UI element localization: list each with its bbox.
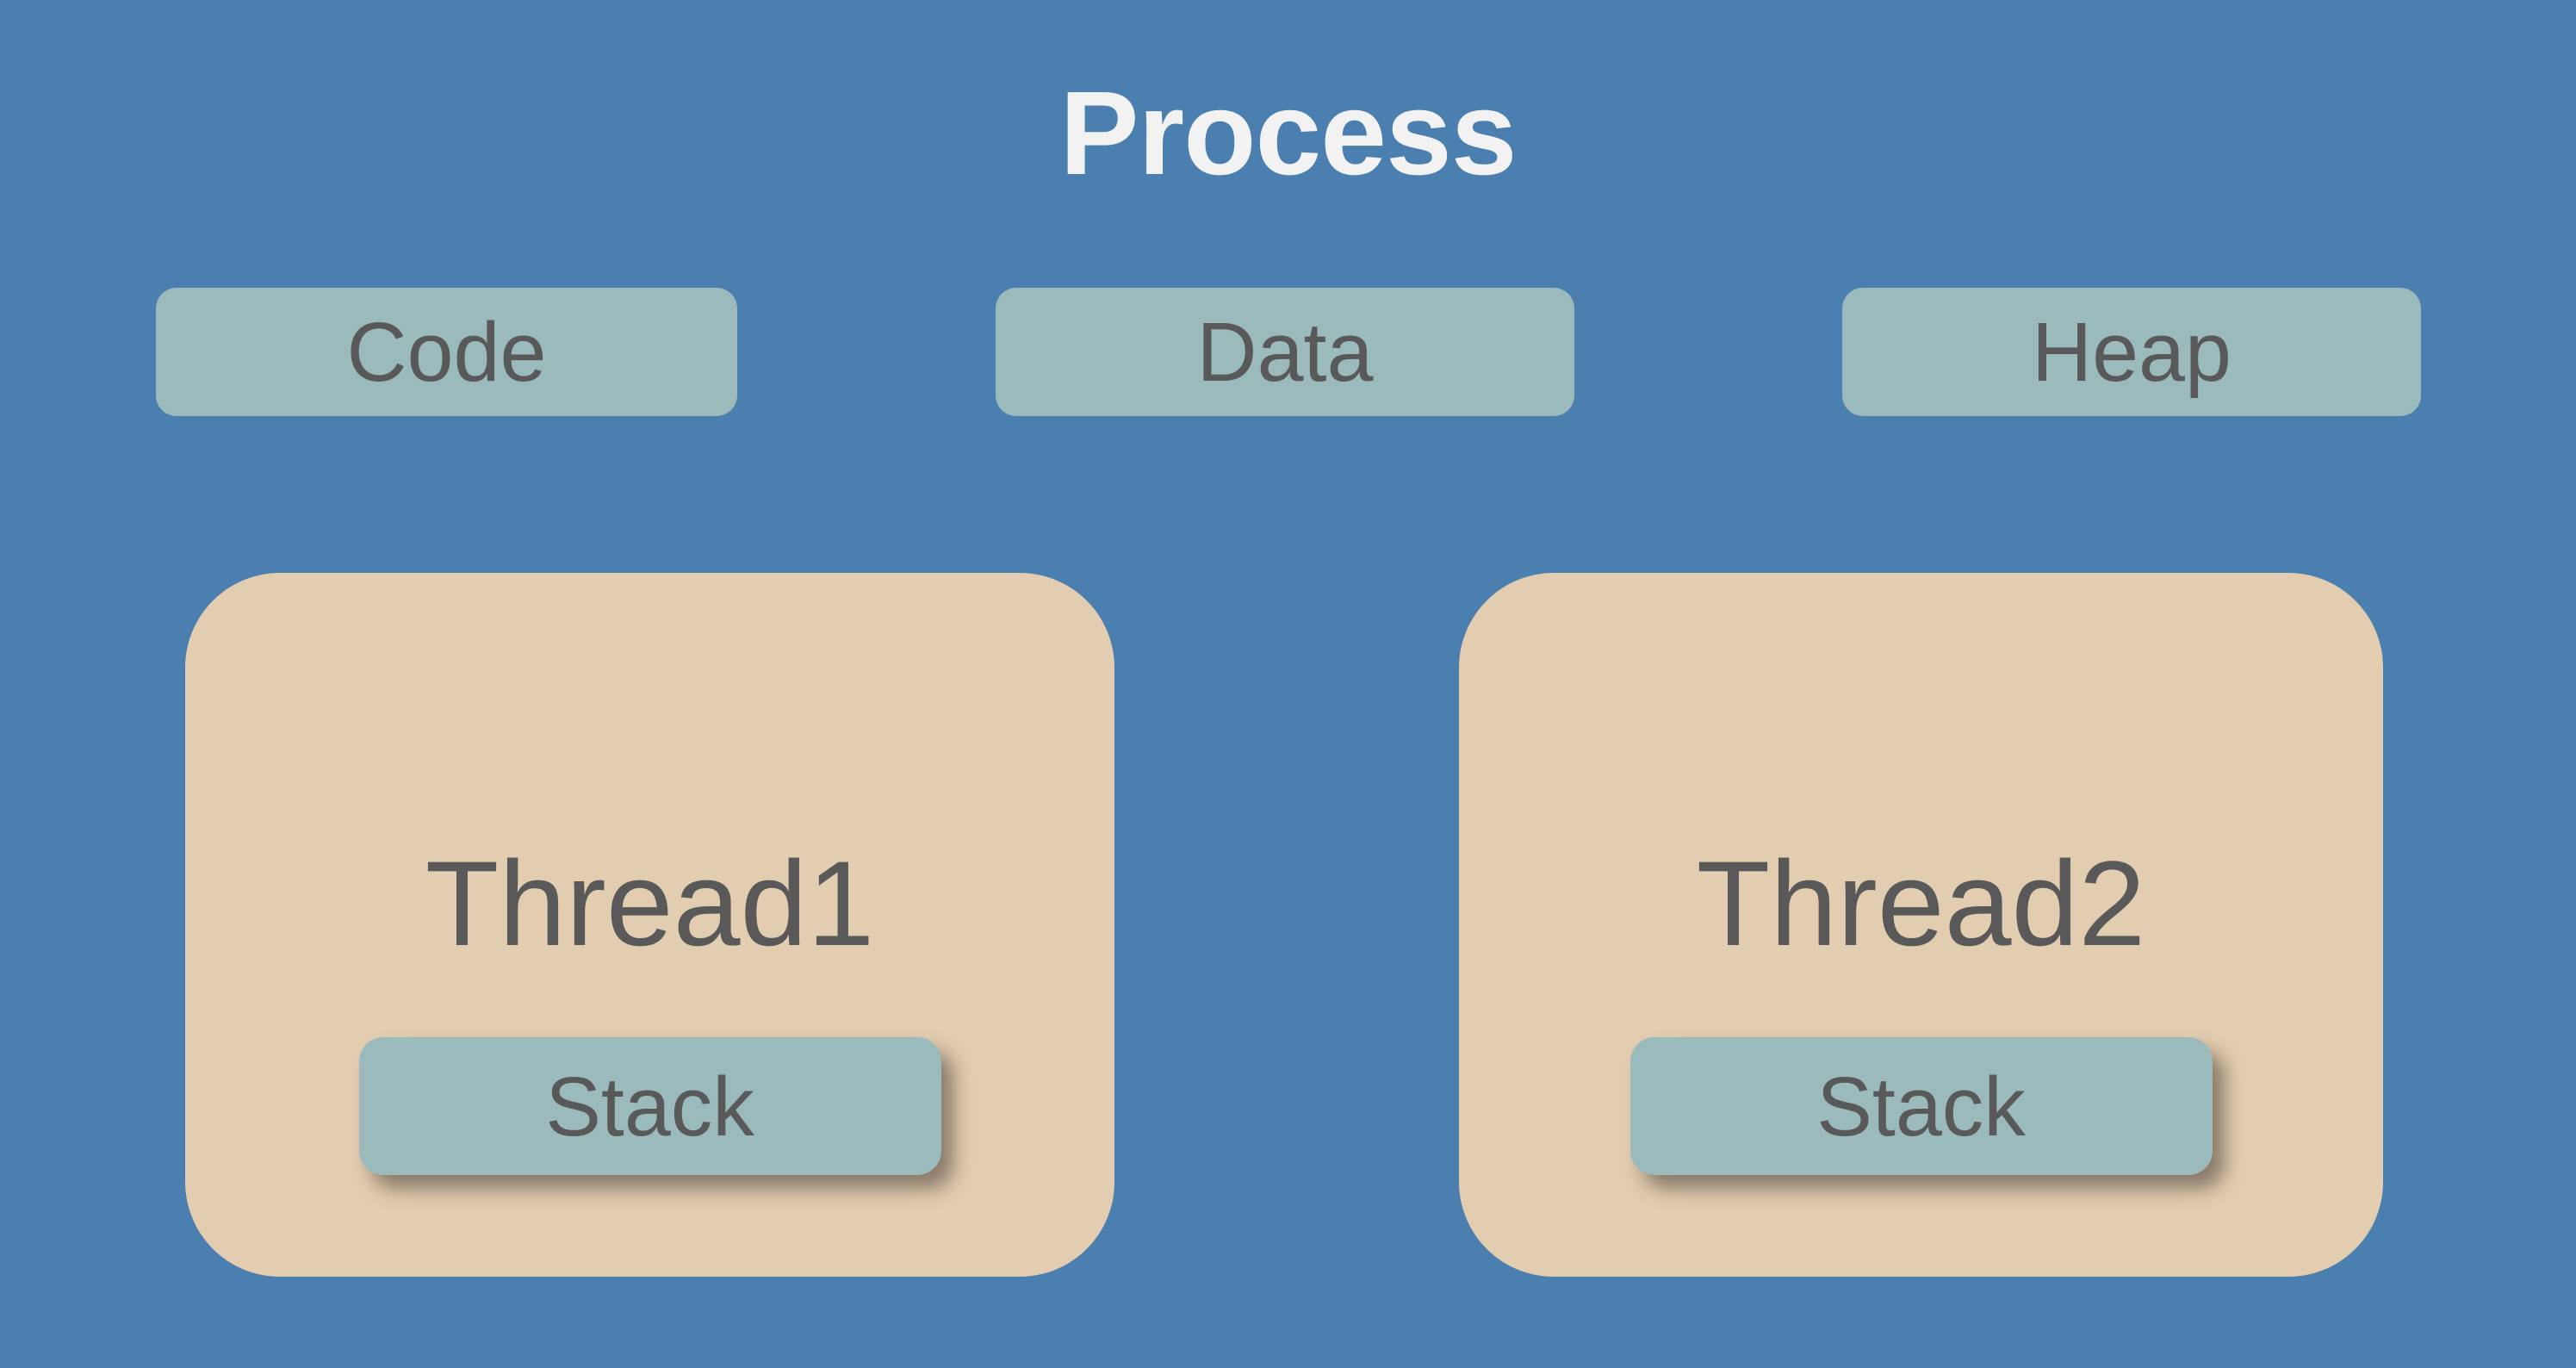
thread1-stack-box: Stack: [358, 1037, 941, 1175]
code-segment-box: Code: [156, 288, 737, 416]
thread2-label: Thread2: [1696, 836, 2146, 971]
code-segment-label: Code: [346, 305, 547, 399]
thread1-stack-label: Stack: [545, 1059, 754, 1153]
data-segment-box: Data: [996, 288, 1574, 416]
process-title: Process: [1059, 67, 1517, 200]
thread1-box: Thread1 Stack: [185, 573, 1114, 1277]
data-segment-label: Data: [1196, 305, 1374, 399]
heap-segment-box: Heap: [1842, 288, 2421, 416]
thread2-box: Thread2 Stack: [1459, 573, 2383, 1277]
thread1-label: Thread1: [425, 836, 875, 971]
thread2-stack-label: Stack: [1816, 1059, 2026, 1153]
heap-segment-label: Heap: [2032, 305, 2231, 399]
thread2-stack-box: Stack: [1629, 1037, 2213, 1175]
